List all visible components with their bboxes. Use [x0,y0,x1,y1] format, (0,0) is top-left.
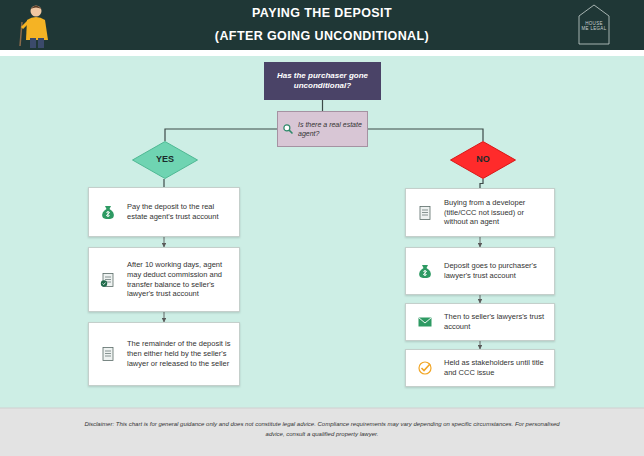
doc-icon-part [422,209,428,210]
doc-icon-part [422,212,428,213]
connector [163,179,164,187]
node-text: Pay the deposit to the real estate agent… [127,202,231,222]
decision-label: NO [476,154,490,166]
connector [480,237,481,247]
process-box: Buying from a developer (title/CCC not i… [405,188,555,237]
footer-panel [0,408,644,456]
node-text: Has the purchaser gone unconditional? [272,71,373,92]
header-gap [0,50,644,56]
chart-panel [0,56,644,408]
diamond-shape [451,142,516,179]
jacket [26,17,48,40]
walking-stick [20,22,22,46]
node-text: The remainder of the deposit is then eit… [127,339,231,368]
process-box: Pay the deposit to the real estate agent… [88,187,240,237]
connector [164,312,165,322]
connector [165,129,277,141]
process-box: Held as stakeholders until title and CCC… [405,349,555,387]
bag-icon [417,263,433,279]
node-text: Then to seller's lawyers's trust account [444,312,546,332]
title: PAYING THE DEPOSIT [120,6,524,20]
logo-text: HOUSE ME LEGAL [581,21,607,31]
decision-diamond: YES [132,141,198,179]
doccheck-icon-part [101,280,107,286]
doc-icon-part [420,206,430,219]
doc-icon-part [105,353,111,354]
hair [31,6,42,10]
doc-icon-part [105,356,111,357]
doc-icon-part [422,214,428,215]
leg [30,38,36,48]
diamond-shape [133,142,198,179]
footer-rule [0,408,644,409]
decision-diamond: NO [450,141,516,179]
connector [368,129,483,141]
connector [480,341,481,349]
doccheck-icon-part [103,282,106,284]
disclaimer: Disclaimer: This chart is for general gu… [82,420,562,439]
node-text: After 10 working days, agent may deduct … [127,260,231,299]
start-box: Has the purchaser gone unconditional? [264,62,381,100]
doccheck-icon-part [105,276,111,277]
head [31,6,42,17]
header-bar [0,0,644,50]
bag-icon [100,204,116,220]
search-icon-part [284,125,290,131]
node-text: Buying from a developer (title/CCC not i… [444,198,546,227]
mail-icon [417,314,433,330]
logo-outline [579,5,609,44]
doc-icon [100,346,116,362]
doccheck-icon-part [105,279,111,280]
question-box: Is there a real estate agent? [277,111,368,147]
node-text: Deposit goes to purchaser's lawyer's tru… [444,261,546,281]
process-box: The remainder of the deposit is then eit… [88,322,240,386]
check-icon-part [422,364,431,371]
decision-label: YES [156,154,174,166]
connector [322,100,323,111]
process-box: After 10 working days, agent may deduct … [88,247,240,312]
node-text: Held as stakeholders until title and CCC… [444,358,546,378]
process-box: Then to seller's lawyers's trust account [405,303,555,341]
arm [22,22,28,28]
doc-icon [417,205,433,221]
connector [480,295,481,303]
bag-icon-part [106,211,109,217]
node-text: Is there a real estate agent? [298,120,362,138]
bag-icon-part [419,265,431,278]
subtitle: (AFTER GOING UNCONDITIONAL) [120,29,524,43]
bag-icon-part [423,270,426,276]
mail-icon-part [419,318,432,324]
doc-icon-part [105,351,111,352]
search-icon [282,123,294,135]
connector [480,179,483,188]
connector [164,237,165,247]
check-icon-part [419,362,431,374]
bag-icon-part [102,206,114,219]
doccheck-icon [100,272,116,288]
check-icon [417,360,433,376]
search-icon-part [289,130,292,133]
leg [38,38,44,48]
mail-icon-part [419,318,432,327]
doc-icon-part [103,348,113,361]
person-illustration [20,6,48,49]
process-box: Deposit goes to purchaser's lawyer's tru… [405,247,555,295]
